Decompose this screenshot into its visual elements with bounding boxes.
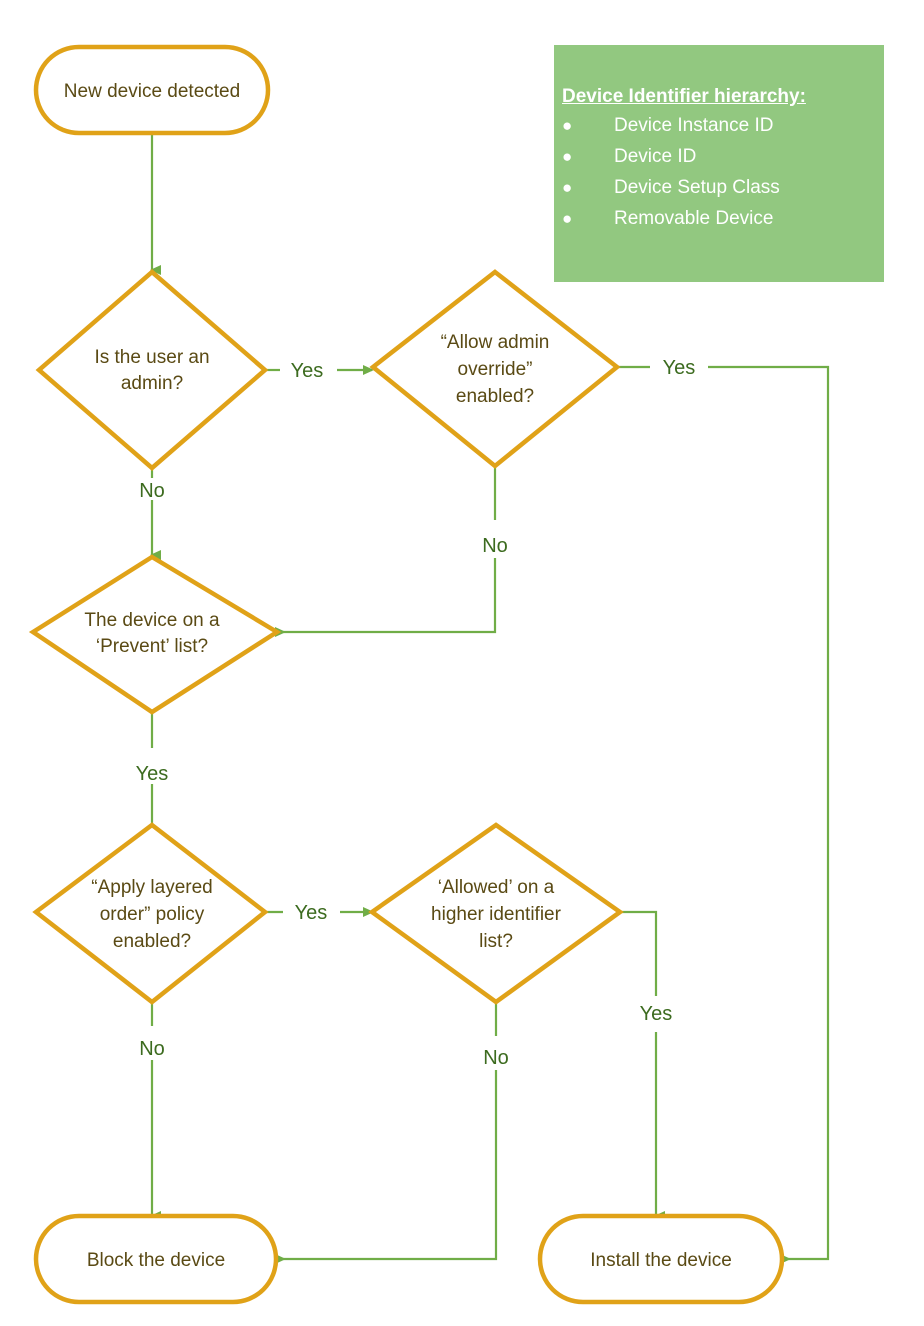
node-allowed-higher-label-line3: list? [479, 931, 513, 952]
node-block-device-label: Block the device [87, 1250, 225, 1271]
node-start[interactable]: New device detected [33, 44, 271, 136]
edge-allowed-higher-no-to-block [275, 1070, 498, 1264]
node-prevent-list[interactable]: The device on a ‘Prevent’ list? [28, 554, 282, 715]
node-block-device-shape[interactable] [33, 1213, 279, 1305]
edge-admin-override-yes-to-install [708, 365, 830, 1264]
node-block-device[interactable]: Block the device [33, 1213, 279, 1305]
edge-labels: Yes No Yes No Yes Yes No Yes No [136, 357, 696, 1069]
bullet-icon: ● [562, 116, 573, 135]
node-prevent-list-label-line1: The device on a [84, 610, 220, 631]
node-layered-order-shape[interactable] [32, 822, 269, 1005]
node-is-admin-shape[interactable] [35, 269, 269, 471]
node-layered-order[interactable]: “Apply layered order” policy enabled? [32, 822, 269, 1005]
node-allowed-higher-shape[interactable] [368, 822, 624, 1005]
node-install-device-label: Install the device [590, 1250, 732, 1271]
edge-label-admin-override-yes: Yes [663, 357, 696, 379]
legend-item-label: Device Instance ID [614, 115, 774, 136]
legend-list: ● Device Instance ID ● Device ID ● Devic… [562, 110, 884, 234]
edge-label-allowed-higher-no: No [483, 1047, 509, 1069]
node-admin-override-label-line3: enabled? [456, 386, 534, 407]
legend-item: ● Device Setup Class [562, 172, 884, 203]
node-start-shape[interactable] [33, 44, 271, 136]
node-layered-order-label-line1: “Apply layered [91, 877, 212, 898]
legend-item-label: Device Setup Class [614, 177, 780, 198]
node-admin-override-label-line2: override” [458, 359, 533, 380]
node-is-admin-label-line2: admin? [121, 373, 183, 394]
legend-item: ● Device ID [562, 141, 884, 172]
edge-label-layered-yes: Yes [295, 902, 328, 924]
node-prevent-list-shape[interactable] [28, 554, 282, 715]
legend-item-label: Device ID [614, 146, 697, 167]
node-allowed-higher-label-line2: higher identifier [431, 904, 562, 925]
node-admin-override[interactable]: “Allow admin override” enabled? [369, 269, 621, 469]
node-is-admin[interactable]: Is the user an admin? [35, 269, 269, 471]
edge-allowed-higher-yes-stub [620, 910, 658, 996]
node-admin-override-label-line1: “Allow admin [441, 332, 550, 353]
legend-item-label: Removable Device [614, 208, 774, 229]
node-start-label: New device detected [64, 81, 240, 102]
node-is-admin-label-line1: Is the user an [94, 347, 209, 368]
edge-admin-override-no-to-prevent-list [275, 558, 497, 637]
edge-label-is-admin-yes: Yes [291, 360, 324, 382]
bullet-icon: ● [562, 147, 573, 166]
node-layered-order-label-line2: order” policy [100, 904, 205, 925]
node-prevent-list-label-line2: ‘Prevent’ list? [96, 636, 208, 657]
edge-label-is-admin-no: No [139, 480, 165, 502]
edge-label-layered-no: No [139, 1038, 165, 1060]
node-install-device-shape[interactable] [537, 1213, 785, 1305]
edge-label-allowed-higher-yes: Yes [640, 1003, 673, 1025]
edge-label-prevent-list-yes: Yes [136, 763, 169, 785]
bullet-icon: ● [562, 178, 573, 197]
node-allowed-higher[interactable]: ‘Allowed’ on a higher identifier list? [368, 822, 624, 1005]
node-allowed-higher-label-line1: ‘Allowed’ on a [438, 877, 555, 898]
bullet-icon: ● [562, 209, 573, 228]
legend-item: ● Removable Device [562, 203, 884, 234]
legend-item: ● Device Instance ID [562, 110, 884, 141]
edge-label-admin-override-no: No [482, 535, 508, 557]
legend-panel: Device Identifier hierarchy: ● Device In… [554, 45, 884, 282]
legend-title: Device Identifier hierarchy: [562, 86, 806, 107]
node-install-device[interactable]: Install the device [537, 1213, 785, 1305]
node-layered-order-label-line3: enabled? [113, 931, 191, 952]
node-admin-override-shape[interactable] [369, 269, 621, 469]
